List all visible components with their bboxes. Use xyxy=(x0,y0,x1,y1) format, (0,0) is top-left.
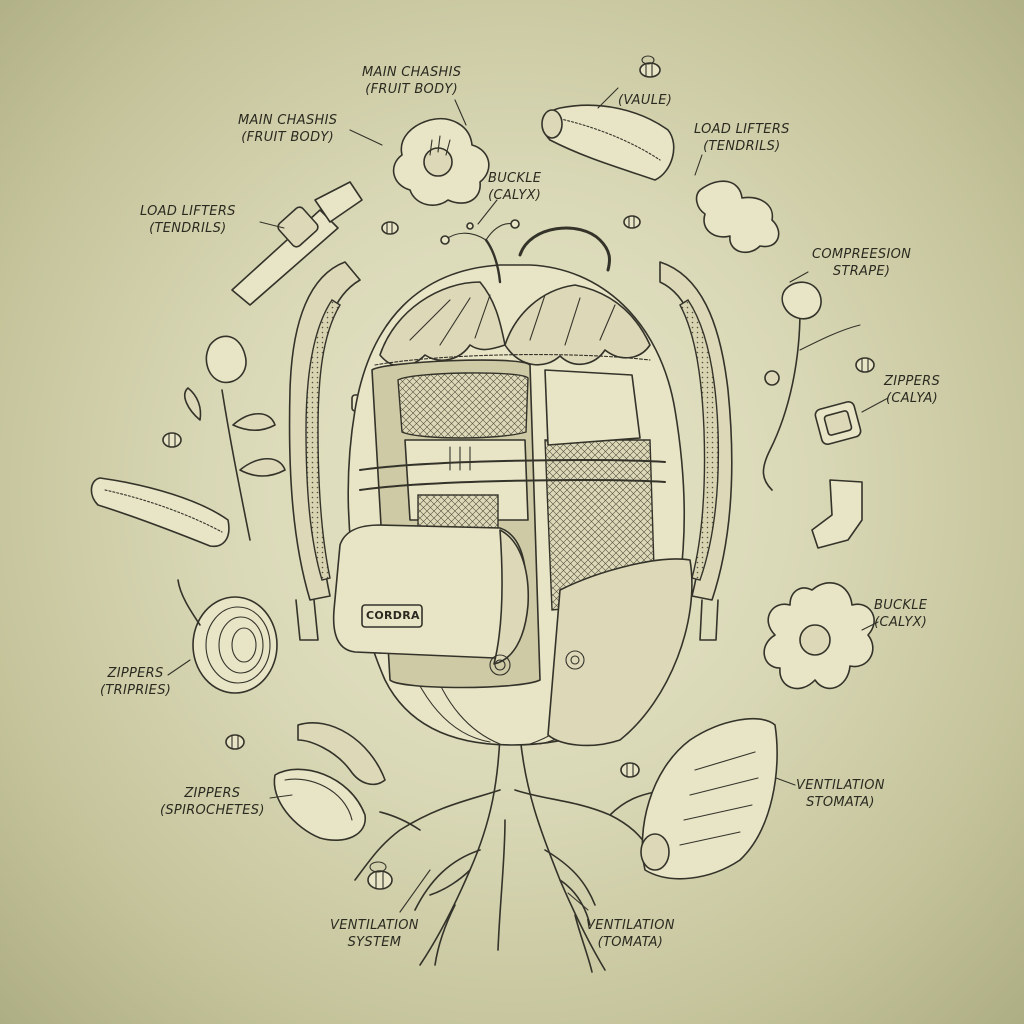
brand-tag: CORDRA xyxy=(366,609,420,622)
label-buckle-right: BUCKLE (CALYX) xyxy=(874,598,928,630)
buckle-clip-right xyxy=(811,479,863,549)
label-zippers-calya: ZIPPERS (CALYA) xyxy=(884,374,941,406)
root-system xyxy=(354,734,656,973)
zipper-clip-calya xyxy=(814,400,862,446)
buckle-strap-left xyxy=(231,181,363,306)
label-main-chassis-top: MAIN CHASHIS (FRUIT BODY) xyxy=(362,65,462,97)
label-compression-strape: COMPREESION STRAPE) xyxy=(812,247,912,279)
label-vaule: (VAULE) xyxy=(618,93,673,108)
label-ventilation-system: VENTILATION SYSTEM xyxy=(330,918,419,950)
label-ventilation-stomata: VENTILATION STOMATA) xyxy=(796,778,885,810)
backpack-main-body xyxy=(332,219,693,747)
zipper-pouch-left xyxy=(90,477,230,548)
flower-branch-left xyxy=(184,335,286,541)
label-load-lifters-left: LOAD LIFTERS (TENDRILS) xyxy=(140,204,236,236)
label-load-lifters-right: LOAD LIFTERS (TENDRILS) xyxy=(694,122,790,154)
flower-branch-right xyxy=(762,281,861,491)
label-zippers-spirochetes: ZIPPERS (SPIROCHETES) xyxy=(160,786,265,818)
label-ventilation-tomata: VENTILATION (TOMATA) xyxy=(586,918,675,950)
leader-lines xyxy=(167,87,889,913)
flower-fruit-body xyxy=(392,118,490,206)
ventilation-panel xyxy=(640,717,778,880)
flower-calyx xyxy=(763,581,875,690)
label-buckle-top: BUCKLE (CALYX) xyxy=(488,171,542,203)
bee-doodles xyxy=(162,55,875,890)
zipper-pouch-vaule xyxy=(541,104,675,181)
coiled-cord xyxy=(177,579,278,694)
hip-pad-pieces xyxy=(273,722,386,842)
tendril-piece xyxy=(695,180,780,254)
label-zippers-tripries: ZIPPERS (TRIPRIES) xyxy=(100,666,172,698)
label-main-chassis-left: MAIN CHASHIS (FRUIT BODY) xyxy=(238,113,338,145)
